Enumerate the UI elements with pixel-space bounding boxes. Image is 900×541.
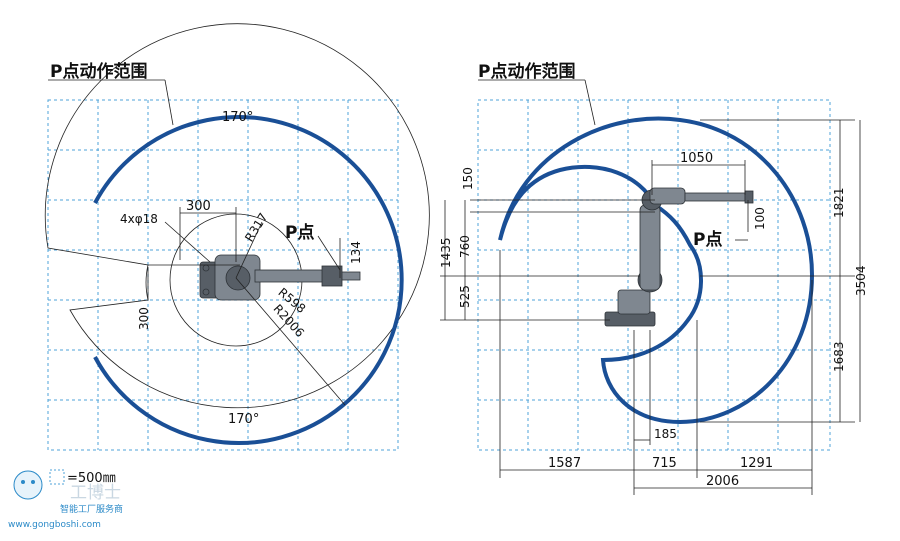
watermark-logo-icon — [13, 470, 43, 500]
angle-bottom-label: 170° — [228, 412, 259, 427]
p-point-envelope — [93, 115, 404, 445]
holes-label: 4xφ18 — [120, 212, 158, 226]
outer-envelope-arc — [44, 23, 430, 409]
dim-1050-label: 1050 — [680, 151, 713, 166]
robot-side-view — [604, 187, 754, 327]
dim-1435-label: 1435 — [439, 237, 453, 268]
scale-square — [49, 469, 65, 485]
dim-2006-label: 2006 — [706, 474, 739, 489]
scale-label: =500㎜ — [67, 471, 116, 486]
dim-1683-label: 1683 — [832, 341, 846, 372]
dim-1291-label: 1291 — [740, 456, 773, 471]
dim-3504-label: 3504 — [854, 265, 868, 296]
r317-label: R317 — [242, 210, 270, 244]
robot-top-view — [199, 254, 361, 301]
dim-185-label: 185 — [654, 427, 677, 441]
dim-525-label: 525 — [458, 285, 472, 308]
dim-1821-label: 1821 — [832, 187, 846, 218]
dim-100-label: 100 — [753, 207, 767, 230]
p-point-label-right: P点 — [693, 229, 722, 250]
p-point-label-left: P点 — [285, 222, 314, 243]
watermark-brand: 工博士 — [70, 483, 121, 503]
dim-300-top-label: 300 — [186, 199, 211, 214]
dim-134-label: 134 — [349, 241, 363, 264]
left-title: P点动作范围 — [50, 61, 147, 82]
right-title: P点动作范围 — [478, 61, 575, 82]
watermark-tagline: 智能工厂服务商 — [60, 503, 123, 515]
dim-760-label: 760 — [458, 235, 472, 258]
dim-150-label: 150 — [461, 167, 475, 190]
dim-1587-label: 1587 — [548, 456, 581, 471]
angle-top-label: 170° — [222, 110, 253, 125]
watermark-url: www.gongboshi.com — [8, 520, 101, 530]
dim-715-label: 715 — [652, 456, 677, 471]
watermark: 工博士 智能工厂服务商 www.gongboshi.com — [8, 470, 123, 530]
dim-300-left-label: 300 — [137, 307, 151, 330]
p-point-envelope-side — [498, 116, 815, 425]
